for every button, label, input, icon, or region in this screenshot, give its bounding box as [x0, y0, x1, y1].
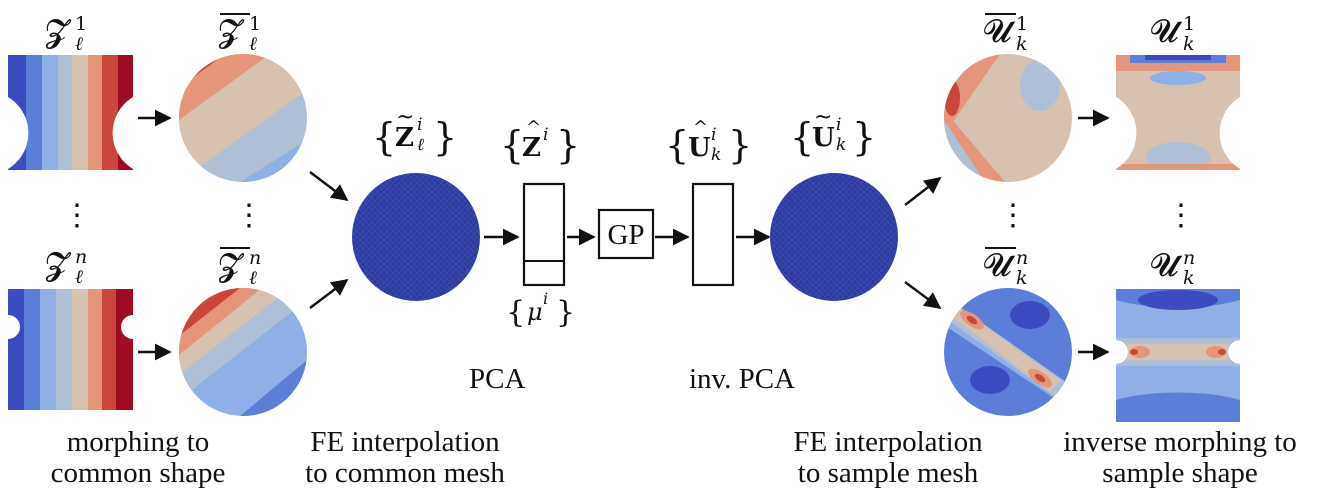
vdots-col2: ⋮: [234, 198, 264, 233]
svg-text:𝓤: 𝓤: [983, 246, 1016, 284]
svg-text:k: k: [711, 145, 721, 165]
label-u-sample-n: 𝓤 n k: [1150, 246, 1195, 289]
label-u-hat-set: { U ^ i k }: [665, 117, 752, 167]
predicted-field-1: [944, 54, 1072, 182]
svg-text:i: i: [543, 289, 548, 308]
svg-text:^: ^: [526, 117, 541, 138]
sample-field-1: [8, 55, 133, 170]
pca-latent-vector: [522, 182, 566, 287]
svg-text:Z: Z: [395, 123, 414, 153]
svg-text:}: }: [728, 123, 752, 167]
svg-text:ℓ: ℓ: [249, 33, 257, 55]
label-u-tilde-set: { U ~ i k }: [790, 105, 876, 159]
arrow-fe-n: [309, 278, 349, 309]
caption-fe2-line2: to sample mesh: [798, 457, 979, 489]
caption-inv-pca: inv. PCA: [689, 363, 795, 395]
svg-text:𝓩: 𝓩: [218, 12, 245, 50]
label-u-bar-1: 𝓤 1 k: [983, 12, 1028, 55]
label-z-hat-set: { Z ^ i }: [500, 117, 580, 167]
output-field-1: [1116, 55, 1240, 170]
svg-text:i: i: [417, 115, 422, 135]
svg-text:~: ~: [814, 105, 832, 130]
vdots-col-pred: ⋮: [998, 198, 1028, 233]
svg-text:{: {: [506, 295, 525, 330]
morphed-field-1: [179, 54, 307, 182]
svg-text:𝓤: 𝓤: [1150, 246, 1183, 284]
svg-text:1: 1: [1016, 13, 1028, 35]
svg-text:1: 1: [75, 13, 87, 35]
svg-text:}: }: [433, 115, 457, 159]
svg-text:~: ~: [396, 105, 414, 130]
caption-inv-line2: sample shape: [1102, 457, 1257, 489]
caption-inv-line1: inverse morphing to: [1063, 426, 1297, 458]
svg-text:}: }: [852, 115, 876, 159]
svg-text:}: }: [556, 123, 580, 167]
svg-text:i: i: [543, 125, 548, 145]
svg-text:i: i: [836, 115, 841, 135]
inv-pca-vector: [691, 182, 735, 287]
gp-box: [597, 208, 655, 260]
svg-text:n: n: [75, 246, 87, 268]
predicted-mesh-circle: [770, 173, 898, 301]
label-z-bar-1: 𝓩 1 ℓ: [218, 12, 261, 55]
common-mesh-circle: [352, 173, 480, 301]
svg-text:𝓩: 𝓩: [45, 245, 72, 283]
svg-text:{: {: [500, 123, 524, 167]
svg-text:ℓ: ℓ: [249, 267, 257, 289]
gp-label: GP: [607, 219, 644, 251]
svg-text:{: {: [790, 115, 814, 159]
label-z-sample-n: 𝓩 n ℓ: [45, 245, 87, 288]
output-field-n: [1116, 289, 1240, 422]
svg-text:1: 1: [249, 13, 261, 35]
sample-field-n: [8, 289, 133, 410]
svg-text:U: U: [688, 133, 711, 163]
svg-text:𝓤: 𝓤: [1150, 12, 1183, 50]
svg-text:ℓ: ℓ: [75, 33, 83, 55]
caption-pca: PCA: [469, 363, 525, 395]
svg-text:k: k: [1183, 267, 1195, 289]
svg-text:n: n: [1016, 247, 1028, 269]
svg-text:}: }: [556, 295, 575, 330]
svg-text:{: {: [665, 123, 689, 167]
vdots-col1: ⋮: [62, 198, 92, 233]
svg-text:μ: μ: [527, 298, 543, 326]
svg-text:k: k: [836, 135, 846, 155]
svg-text:i: i: [711, 125, 716, 145]
svg-text:ℓ: ℓ: [417, 135, 424, 155]
vdots-col-out: ⋮: [1166, 198, 1196, 233]
svg-text:{: {: [372, 115, 396, 159]
label-z-bar-n: 𝓩 n ℓ: [218, 246, 261, 289]
svg-text:Z: Z: [522, 133, 541, 163]
arrow-interp-n: [904, 281, 942, 310]
svg-text:k: k: [1016, 33, 1028, 55]
label-z-tilde-set: { Z ~ i ℓ }: [372, 105, 457, 159]
caption-fe1-line1: FE interpolation: [310, 426, 500, 458]
svg-text:𝓤: 𝓤: [983, 12, 1016, 50]
svg-text:1: 1: [1183, 13, 1195, 35]
svg-text:k: k: [1016, 267, 1028, 289]
caption-morph-line2: common shape: [51, 457, 226, 489]
caption-fe1-line2: to common mesh: [305, 457, 505, 489]
arrow-interp-1: [904, 176, 942, 206]
arrow-fe-1: [309, 171, 349, 202]
svg-text:ℓ: ℓ: [75, 266, 83, 288]
label-mu-set: { μ i }: [506, 289, 575, 330]
svg-text:n: n: [249, 247, 261, 269]
svg-text:𝓩: 𝓩: [218, 246, 245, 284]
svg-text:𝓩: 𝓩: [45, 12, 72, 50]
svg-text:U: U: [812, 123, 835, 153]
label-u-bar-n: 𝓤 n k: [983, 246, 1028, 289]
svg-text:k: k: [1183, 33, 1195, 55]
caption-fe2-line1: FE interpolation: [793, 426, 983, 458]
svg-text:n: n: [1183, 247, 1195, 269]
svg-text:^: ^: [693, 117, 708, 138]
label-z-sample-1: 𝓩 1 ℓ: [45, 12, 87, 55]
morphed-field-n: [179, 288, 307, 416]
label-u-sample-1: 𝓤 1 k: [1150, 12, 1195, 55]
predicted-field-n: [944, 288, 1072, 416]
caption-morph-line1: morphing to: [67, 426, 210, 458]
